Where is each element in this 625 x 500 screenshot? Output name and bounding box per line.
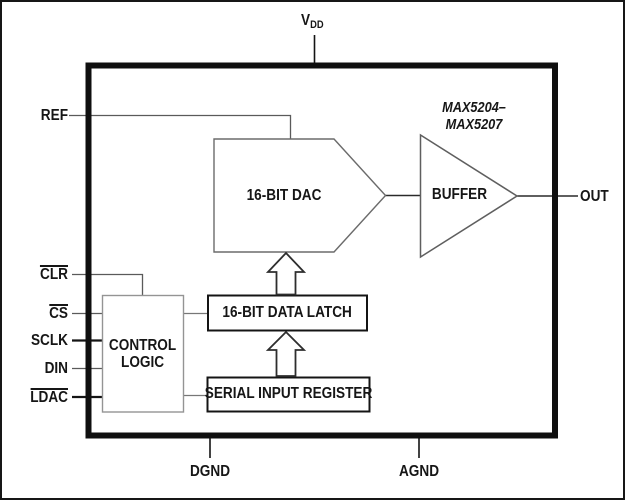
serial-input-register-box: [206, 376, 371, 413]
dac-block-shape: [213, 138, 387, 253]
vdd-base-text: V: [301, 12, 311, 29]
latch-to-dac-arrow-icon: [265, 251, 307, 296]
control-logic-box: [101, 294, 185, 413]
buffer-text: BUFFER: [431, 185, 488, 203]
pin-label-sclk: SCLK: [29, 332, 68, 350]
clr-wire: [72, 273, 144, 295]
data-latch-box: [207, 294, 368, 332]
pin-label-ref: REF: [29, 107, 68, 125]
pin-label-vdd: VDD: [301, 12, 324, 31]
control-line2: LOGIC: [121, 353, 165, 371]
cs-text: CS: [49, 304, 68, 322]
pin-label-dgnd: DGND: [189, 463, 231, 480]
part-number-line1: MAX5204–: [442, 99, 506, 116]
pin-label-agnd: AGND: [398, 463, 440, 480]
pin-label-cs: CS: [29, 304, 68, 323]
control-line1: CONTROL: [109, 336, 177, 354]
clr-text: CLR: [40, 264, 68, 283]
data-latch-label: 16-BIT DATA LATCH: [208, 295, 367, 330]
din-text: DIN: [44, 359, 68, 377]
dac-block-label: 16-BIT DAC: [214, 187, 354, 204]
control-logic-text: CONTROL LOGIC: [109, 337, 176, 371]
dac-text: 16-BIT DAC: [246, 186, 322, 204]
pin-label-clr: CLR: [29, 264, 68, 284]
register-to-latch-arrow-icon: [265, 330, 307, 377]
vdd-subscript-text: DD: [310, 19, 324, 31]
pin-label-din: DIN: [29, 360, 68, 378]
serial-input-register-text: SERIAL INPUT REGISTER: [204, 385, 373, 402]
sclk-text: SCLK: [30, 331, 69, 349]
buffer-amp-shape: [419, 133, 519, 259]
serial-input-register-label: SERIAL INPUT REGISTER: [204, 377, 373, 411]
chip-boundary: [85, 62, 558, 439]
pin-label-ldac: LDAC: [29, 387, 68, 407]
control-logic-label: CONTROL LOGIC: [102, 295, 184, 412]
part-number-label: MAX5204– MAX5207: [433, 99, 515, 133]
ref-wire: [69, 114, 292, 139]
ldac-text: LDAC: [30, 387, 68, 406]
part-number-line2: MAX5207: [445, 116, 503, 133]
ref-text: REF: [40, 106, 68, 124]
pin-label-out: OUT: [580, 188, 609, 205]
data-latch-text: 16-BIT DATA LATCH: [222, 303, 353, 321]
buffer-label: BUFFER: [421, 186, 498, 203]
